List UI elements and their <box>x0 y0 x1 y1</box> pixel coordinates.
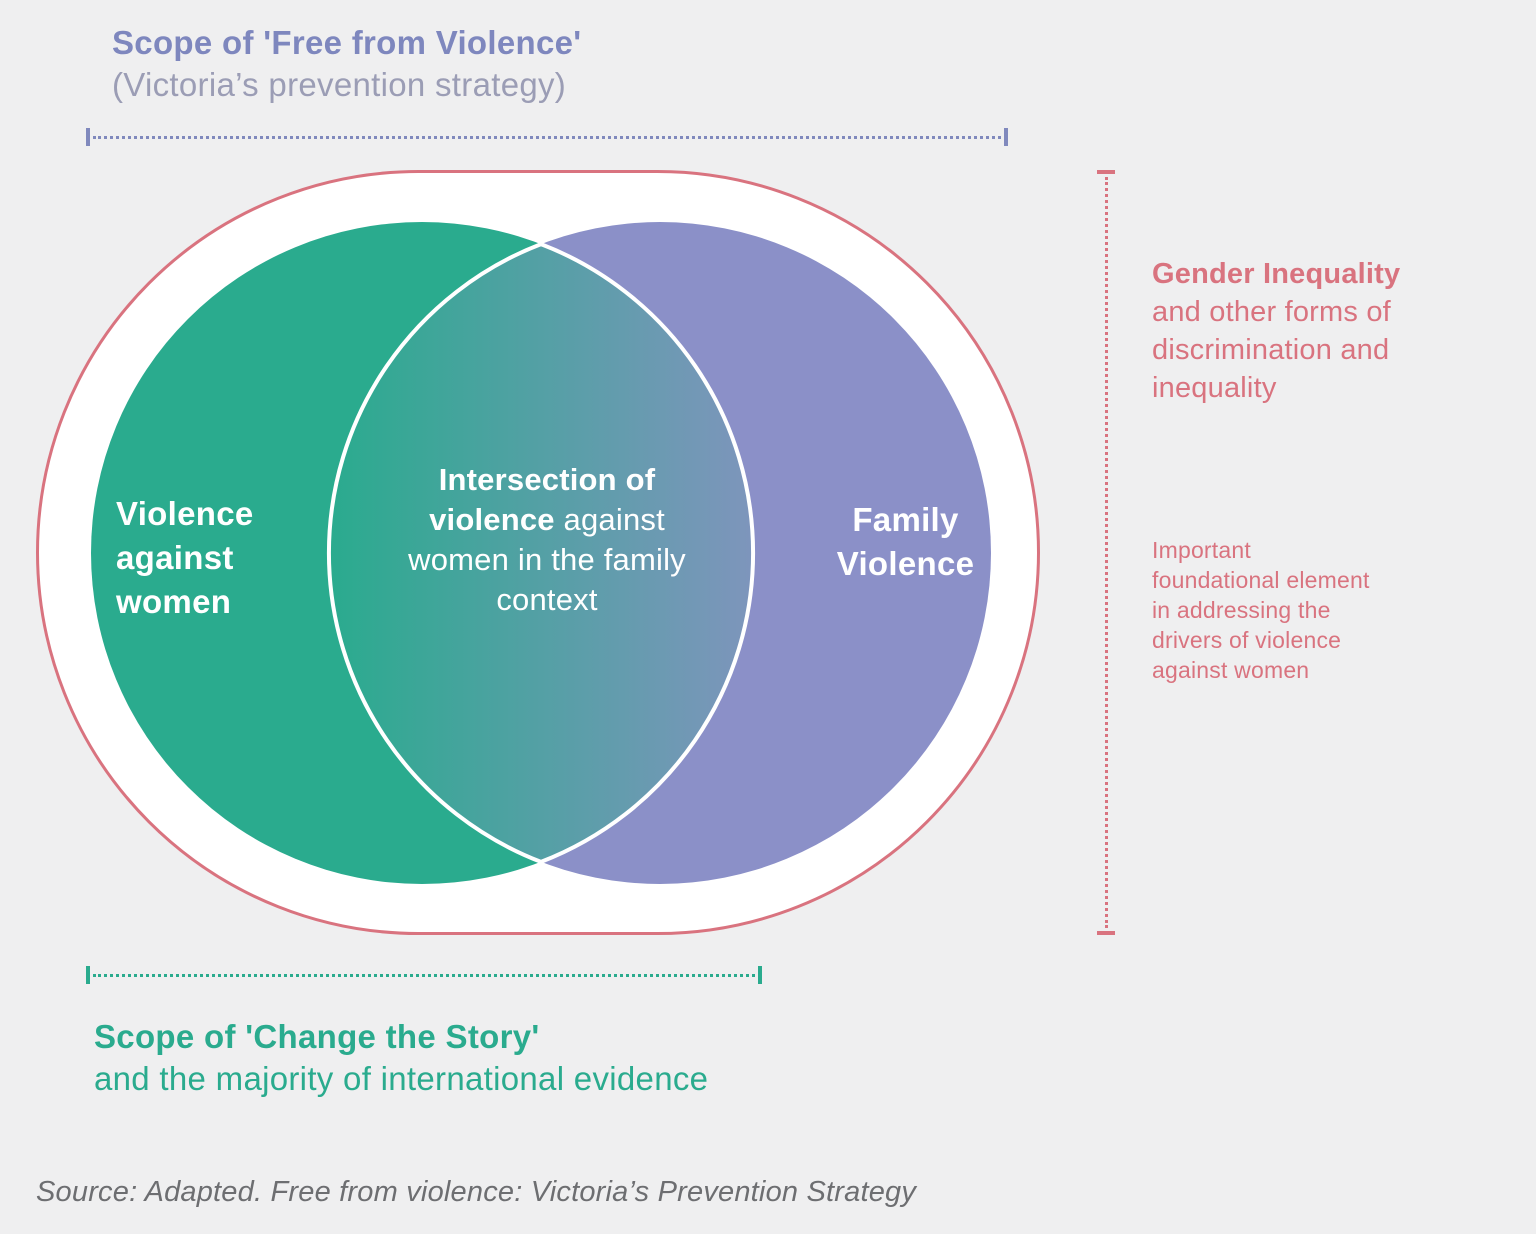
gender-inequality-heading: Gender Inequality and other forms of dis… <box>1152 255 1417 407</box>
intersection-label-rest: against women in the family context <box>408 502 686 617</box>
top-scope-subtitle: (Victoria’s prevention strategy) <box>112 66 567 103</box>
bracket-dots <box>93 973 755 977</box>
intersection-label: Intersection of violence against women i… <box>407 460 687 620</box>
bottom-scope-label: Scope of 'Change the Story' and the majo… <box>94 1016 994 1100</box>
bracket-tick-bottom <box>1097 931 1115 935</box>
bracket-tick-right <box>758 966 762 984</box>
top-scope-label: Scope of 'Free from Violence' (Victoria’… <box>112 22 872 106</box>
bracket-dots-vertical <box>1104 177 1108 928</box>
intersection-lens <box>327 241 755 865</box>
bracket-tick-left <box>86 966 90 984</box>
bracket-tick-right <box>1004 128 1008 146</box>
bracket-tick-top <box>1097 170 1115 174</box>
gender-inequality-heading-bold: Gender Inequality <box>1152 258 1401 290</box>
gender-inequality-bracket <box>1097 170 1115 935</box>
top-scope-bracket <box>86 128 1008 146</box>
left-circle-label: Violence against women <box>116 495 254 620</box>
gender-inequality-body: Important foundational element in addres… <box>1152 537 1370 683</box>
top-scope-title: Scope of 'Free from Violence' <box>112 24 582 61</box>
bottom-scope-title: Scope of 'Change the Story' <box>94 1018 540 1055</box>
bottom-scope-bracket <box>86 966 762 984</box>
bracket-tick-left <box>86 128 90 146</box>
gender-inequality-heading-rest: and other forms of discrimination and in… <box>1152 296 1391 404</box>
venn-diagram <box>91 222 991 884</box>
right-circle-label: Family Violence <box>836 501 975 582</box>
intersection-label-bold: Intersection of violence <box>429 462 656 537</box>
bottom-scope-subtitle: and the majority of international eviden… <box>94 1060 709 1097</box>
bracket-dots <box>93 135 1001 139</box>
source-caption: Source: Adapted. Free from violence: Vic… <box>36 1176 917 1208</box>
